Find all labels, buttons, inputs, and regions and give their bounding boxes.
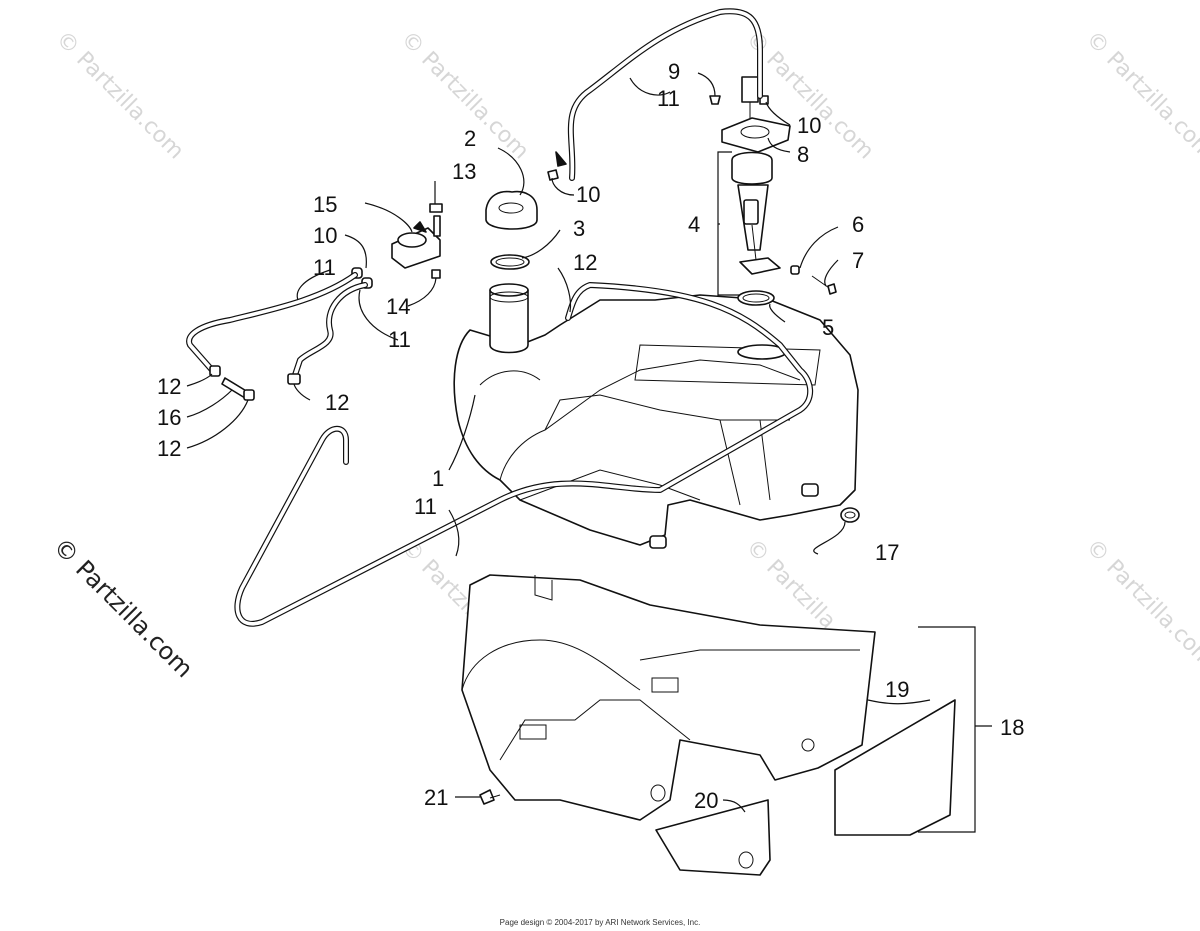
fuel-line-illustration	[234, 282, 814, 627]
callout-6: 6	[852, 212, 864, 237]
callout-11: 11	[388, 327, 411, 352]
pad-20-illustration	[655, 799, 771, 876]
callouts: 1 2 3 4 5 6 7 8 9 10 10 10 11 11 11 11 1…	[157, 59, 1024, 813]
callout-10: 10	[797, 113, 821, 138]
callout-21: 21	[424, 785, 448, 810]
callout-7: 7	[852, 248, 864, 273]
callout-11: 11	[313, 255, 336, 280]
heat-shield-illustration	[461, 574, 876, 821]
pump-gasket-illustration	[737, 290, 775, 306]
pad-19-illustration	[834, 699, 956, 836]
small-fasteners-illustration	[547, 95, 837, 295]
watermark: © Partzilla.com	[51, 27, 189, 165]
screw-21-illustration	[479, 789, 501, 805]
callout-5: 5	[822, 315, 834, 340]
cap-gasket-illustration	[490, 254, 530, 270]
page-footer: Page design © 2004-2017 by ARI Network S…	[499, 918, 701, 927]
callout-16: 16	[157, 405, 181, 430]
callout-12: 12	[325, 390, 349, 415]
watermark: © Partzilla.com	[1081, 535, 1200, 673]
callout-14: 14	[386, 294, 410, 319]
callout-13: 13	[452, 159, 476, 184]
pump-plate-illustration	[721, 117, 791, 153]
callout-1: 1	[432, 466, 444, 491]
callout-12: 12	[157, 374, 181, 399]
grommet-illustration	[840, 507, 860, 523]
watermark-logo: © Partzilla.com	[48, 532, 199, 683]
callout-20: 20	[694, 788, 718, 813]
callout-11: 11	[657, 86, 680, 111]
callout-11: 11	[414, 494, 437, 519]
callout-12: 12	[157, 436, 181, 461]
callout-12: 12	[573, 250, 597, 275]
callout-19: 19	[885, 677, 909, 702]
callout-17: 17	[875, 540, 899, 565]
fuel-tank-illustration	[453, 283, 859, 549]
callout-9: 9	[668, 59, 680, 84]
callout-4: 4	[688, 212, 700, 237]
callout-10: 10	[576, 182, 600, 207]
watermark: © Partzilla.com	[1081, 27, 1200, 165]
leader-lines	[186, 72, 992, 833]
callout-18: 18	[1000, 715, 1024, 740]
gas-cap-illustration	[485, 190, 538, 230]
fuel-valve-illustration	[186, 203, 443, 401]
fuel-pump-illustration	[731, 76, 781, 275]
vent-hose-illustration	[567, 8, 763, 181]
callout-8: 8	[797, 142, 809, 167]
callout-3: 3	[573, 216, 585, 241]
callout-15: 15	[313, 192, 337, 217]
callout-10: 10	[313, 223, 337, 248]
callout-2: 2	[464, 126, 476, 151]
